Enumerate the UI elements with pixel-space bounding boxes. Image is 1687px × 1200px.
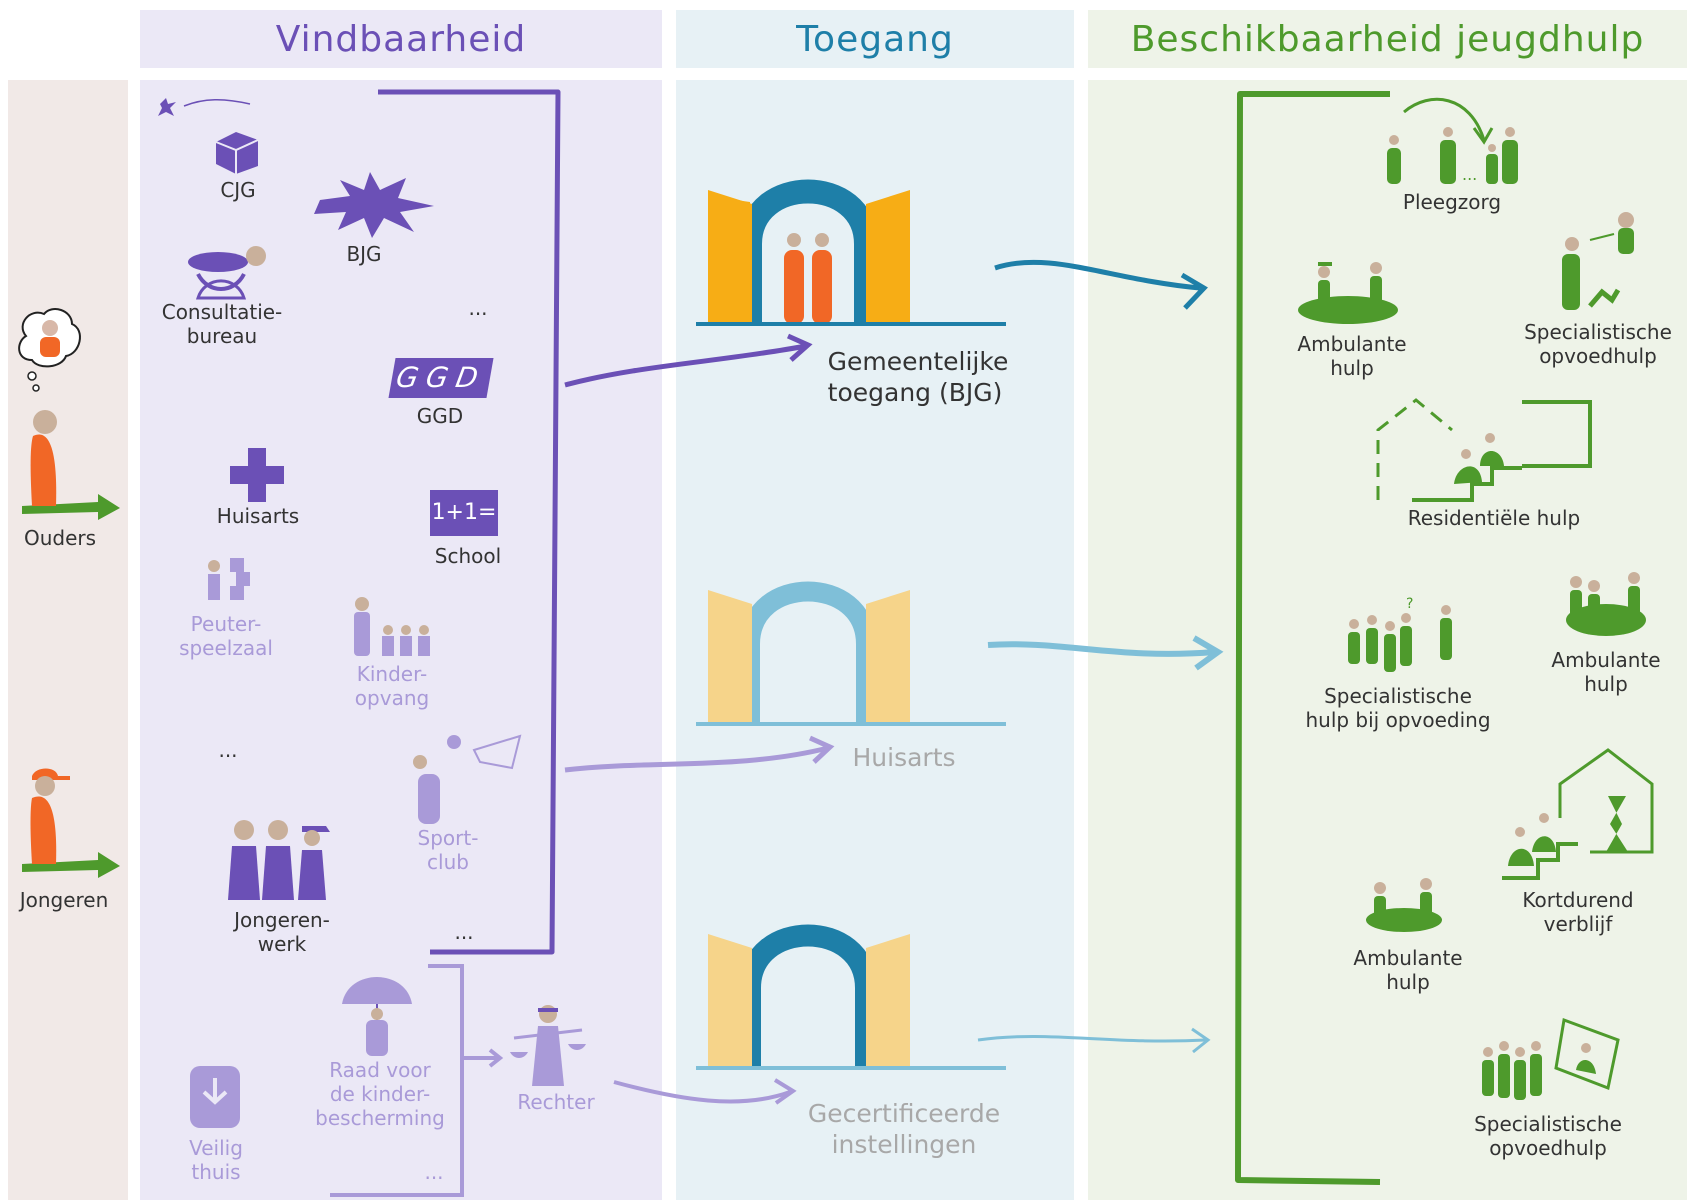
puzzle-cube-icon	[215, 132, 259, 174]
youth-figure-icon	[22, 768, 120, 878]
consultatiebureau-label: Consultatie- bureau	[161, 300, 283, 348]
header-vindbaarheid: Vindbaarheid	[140, 10, 662, 68]
veilig-thuis-icon	[190, 1066, 240, 1128]
ambulant-3-icon	[1366, 878, 1442, 932]
specialistisch-2-icon	[1482, 1017, 1620, 1100]
cjg-label: CJG	[220, 178, 256, 202]
veilig-thuis-label: Veilig thuis	[189, 1136, 243, 1184]
raad-label: Raad voor de kinder- bescherming	[315, 1058, 445, 1130]
gate-gemeentelijk-icon	[696, 179, 1006, 326]
ambulant-2-icon	[1566, 572, 1646, 636]
kortdurend-label: Kortdurend verblijf	[1522, 888, 1634, 936]
residentieel-label: Residentiële hulp	[1407, 506, 1581, 530]
huisarts-toegang-label: Huisarts	[852, 743, 956, 772]
actor-ouders: Ouders	[23, 526, 97, 550]
gate-huisarts-icon	[696, 581, 1006, 726]
gemeentelijke-toegang-label: Gemeentelijke toegang (BJG)	[827, 347, 1009, 407]
sportclub-label: Sport- club	[417, 826, 479, 874]
baby-scale-icon	[188, 246, 266, 300]
pleegzorg-label: Pleegzorg	[1402, 190, 1502, 214]
bjg-splat-icon	[314, 172, 434, 238]
dots-label-2: ...	[218, 738, 238, 762]
school-board-icon: 1+1=	[430, 490, 498, 536]
toddler-blocks-icon	[208, 558, 250, 600]
pleegzorg-icon: ...	[1387, 127, 1518, 184]
bjg-label: BJG	[346, 242, 382, 266]
actor-jongeren: Jongeren	[19, 888, 109, 912]
peuterspeelzaal-label: Peuter- speelzaal	[179, 612, 273, 660]
gate-gecertificeerd-icon	[696, 924, 1006, 1070]
ggd-logo: GGD	[388, 358, 494, 398]
youth-group-icon	[228, 820, 330, 900]
splat-small-icon	[158, 98, 251, 116]
huisarts-source-label: Huisarts	[216, 504, 300, 528]
dots-label-1: ...	[468, 296, 488, 320]
kortdurend-icon	[1502, 748, 1654, 880]
residentieel-icon	[1376, 398, 1592, 502]
school-label: School	[434, 544, 502, 568]
dots-label-3: ...	[454, 920, 474, 944]
medical-cross-icon	[230, 448, 284, 502]
specialistisch-bij-label: Specialistische hulp bij opvoeding	[1305, 684, 1491, 732]
parent-figure-icon	[22, 410, 120, 520]
actors-panel	[8, 80, 128, 1200]
gecertificeerde-instellingen-label: Gecertificeerde instellingen	[807, 1099, 1001, 1159]
specialistisch-1-icon	[1562, 212, 1634, 310]
specialistisch-1-label: Specialistische opvoedhulp	[1524, 320, 1672, 368]
sport-figure-icon	[413, 734, 522, 824]
header-beschikbaarheid: Beschikbaarheid jeugdhulp	[1088, 10, 1687, 68]
ggd-label: GGD	[416, 404, 464, 428]
daycare-group-icon	[354, 597, 430, 656]
svg-text:...: ...	[1462, 165, 1477, 184]
ambulant-3-label: Ambulante hulp	[1353, 946, 1463, 994]
ambulant-1-label: Ambulante hulp	[1297, 332, 1407, 380]
header-toegang: Toegang	[676, 10, 1074, 68]
jongerenwerk-label: Jongeren- werk	[234, 908, 330, 956]
svg-text:?: ?	[1406, 596, 1413, 612]
thought-bubble-icon	[18, 308, 81, 392]
ambulant-1-icon	[1298, 262, 1398, 324]
specialistisch-bij-icon: ?	[1348, 596, 1452, 672]
dots-label-4: ...	[424, 1160, 444, 1184]
rechter-label: Rechter	[517, 1090, 595, 1114]
judge-scales-icon	[510, 1005, 586, 1086]
ambulant-2-label: Ambulante hulp	[1551, 648, 1661, 696]
umbrella-figure-icon	[342, 977, 412, 1056]
kinderopvang-label: Kinder- opvang	[354, 662, 430, 710]
specialistisch-2-label: Specialistische opvoedhulp	[1474, 1112, 1622, 1160]
